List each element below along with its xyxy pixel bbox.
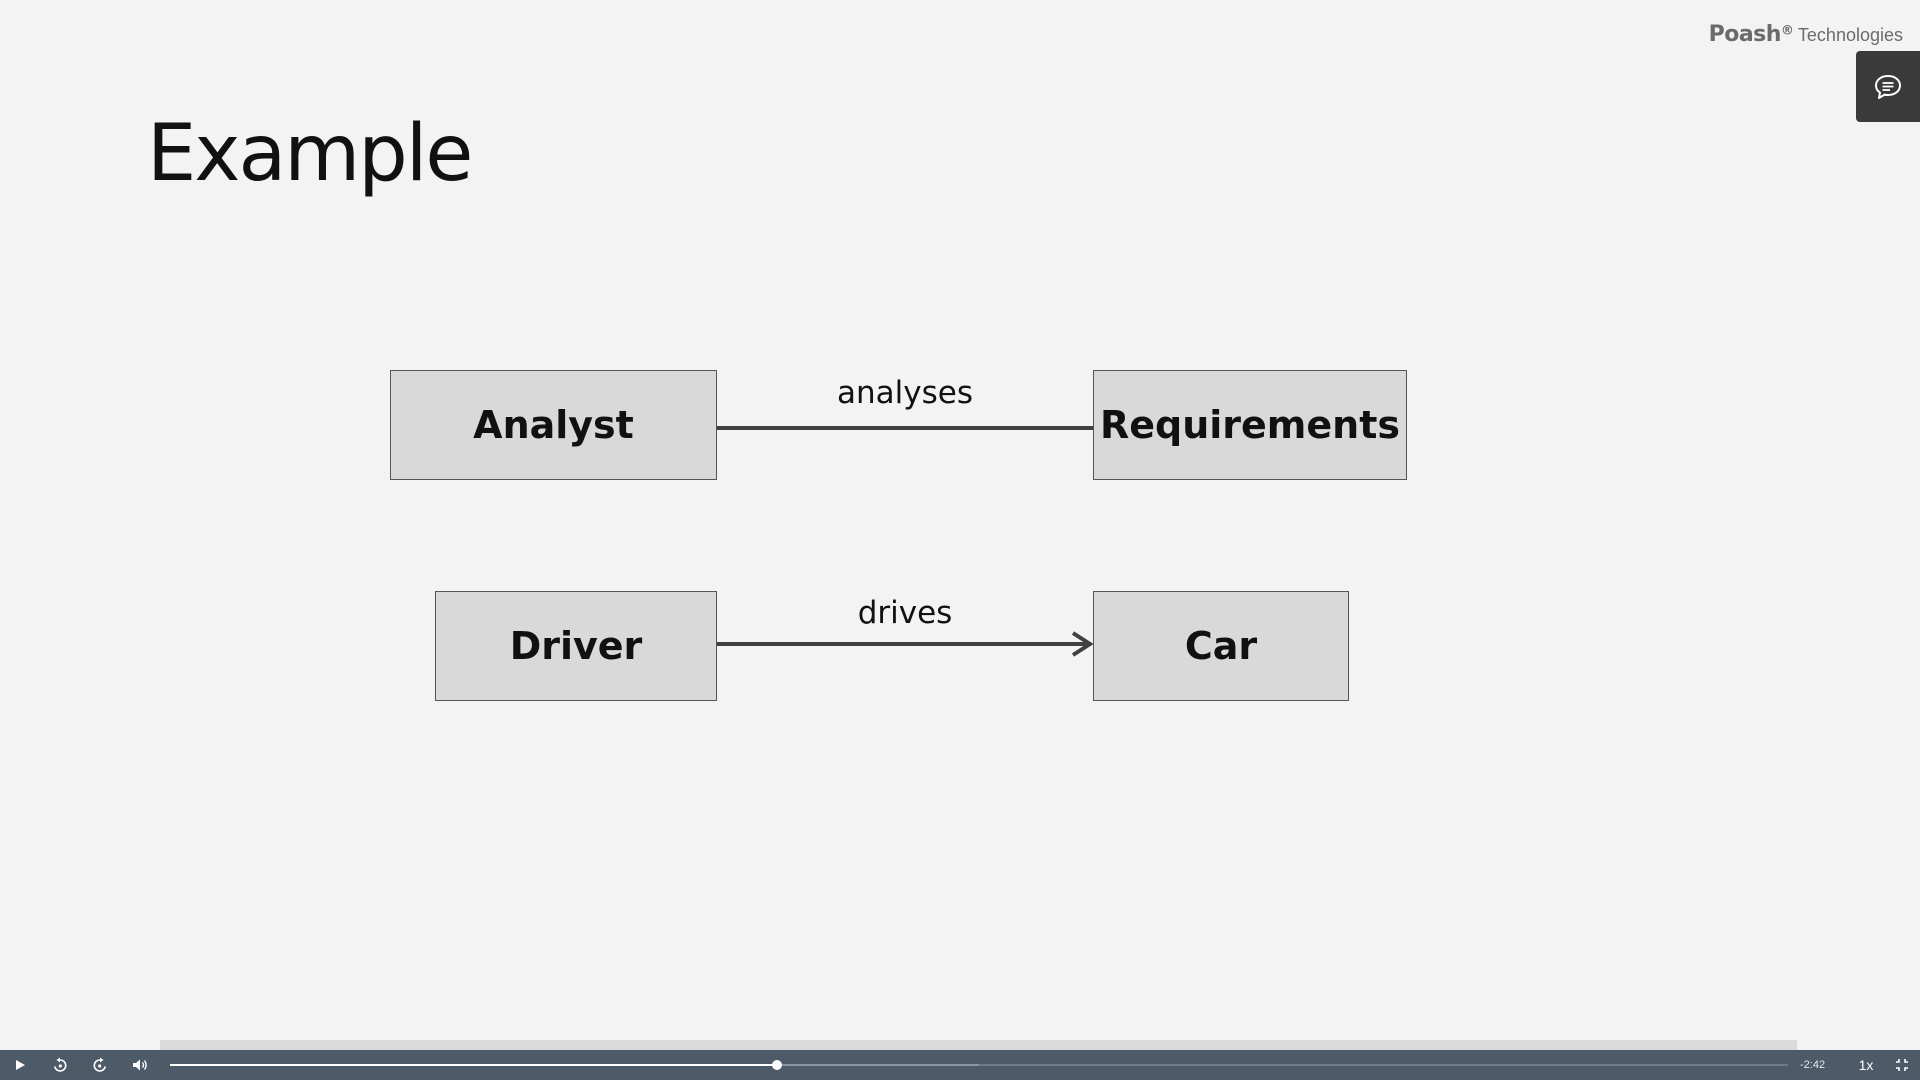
analyst-node: Analyst: [390, 370, 717, 480]
drives-arrowhead: [1071, 631, 1094, 657]
progress-thumb[interactable]: [771, 1060, 782, 1070]
forward-icon: [93, 1057, 106, 1072]
player-control-bar: -2:42 1x: [0, 1050, 1920, 1080]
drives-label: drives: [857, 595, 953, 631]
volume-button[interactable]: [122, 1050, 158, 1080]
fullscreen-exit-button[interactable]: [1884, 1050, 1920, 1080]
slide-title: Example: [147, 109, 473, 199]
speech-bubble-icon: [1875, 74, 1901, 99]
forward-button[interactable]: [82, 1050, 118, 1080]
driver-node: Driver: [435, 591, 717, 701]
horizontal-scrollbar[interactable]: [160, 1040, 1797, 1050]
requirements-node: Requirements: [1093, 370, 1407, 480]
analyses-label: analyses: [837, 375, 973, 411]
brand-name: Poash: [1708, 22, 1782, 47]
brand-registered-mark: ®: [1780, 23, 1794, 39]
rewind-icon: [54, 1057, 67, 1072]
playback-speed-button[interactable]: 1x: [1858, 1057, 1874, 1073]
car-node: Car: [1093, 591, 1349, 701]
association-diagram: Analyst Requirements analyses Driver Car…: [390, 370, 1407, 701]
diagram-connectors: [717, 426, 1094, 657]
volume-icon: [133, 1059, 147, 1071]
play-icon: [16, 1060, 25, 1070]
time-remaining: -2:42: [1800, 1059, 1826, 1071]
progress-played: [170, 1064, 777, 1066]
brand-logo: Poash®Technologies: [1709, 22, 1903, 47]
rewind-button[interactable]: [42, 1050, 78, 1080]
progress-slider[interactable]: [170, 1060, 1788, 1070]
fullscreen-exit-icon: [1896, 1059, 1908, 1071]
brand-suffix: Technologies: [1797, 25, 1903, 45]
play-button[interactable]: [2, 1050, 38, 1080]
comments-button[interactable]: [1856, 51, 1920, 122]
